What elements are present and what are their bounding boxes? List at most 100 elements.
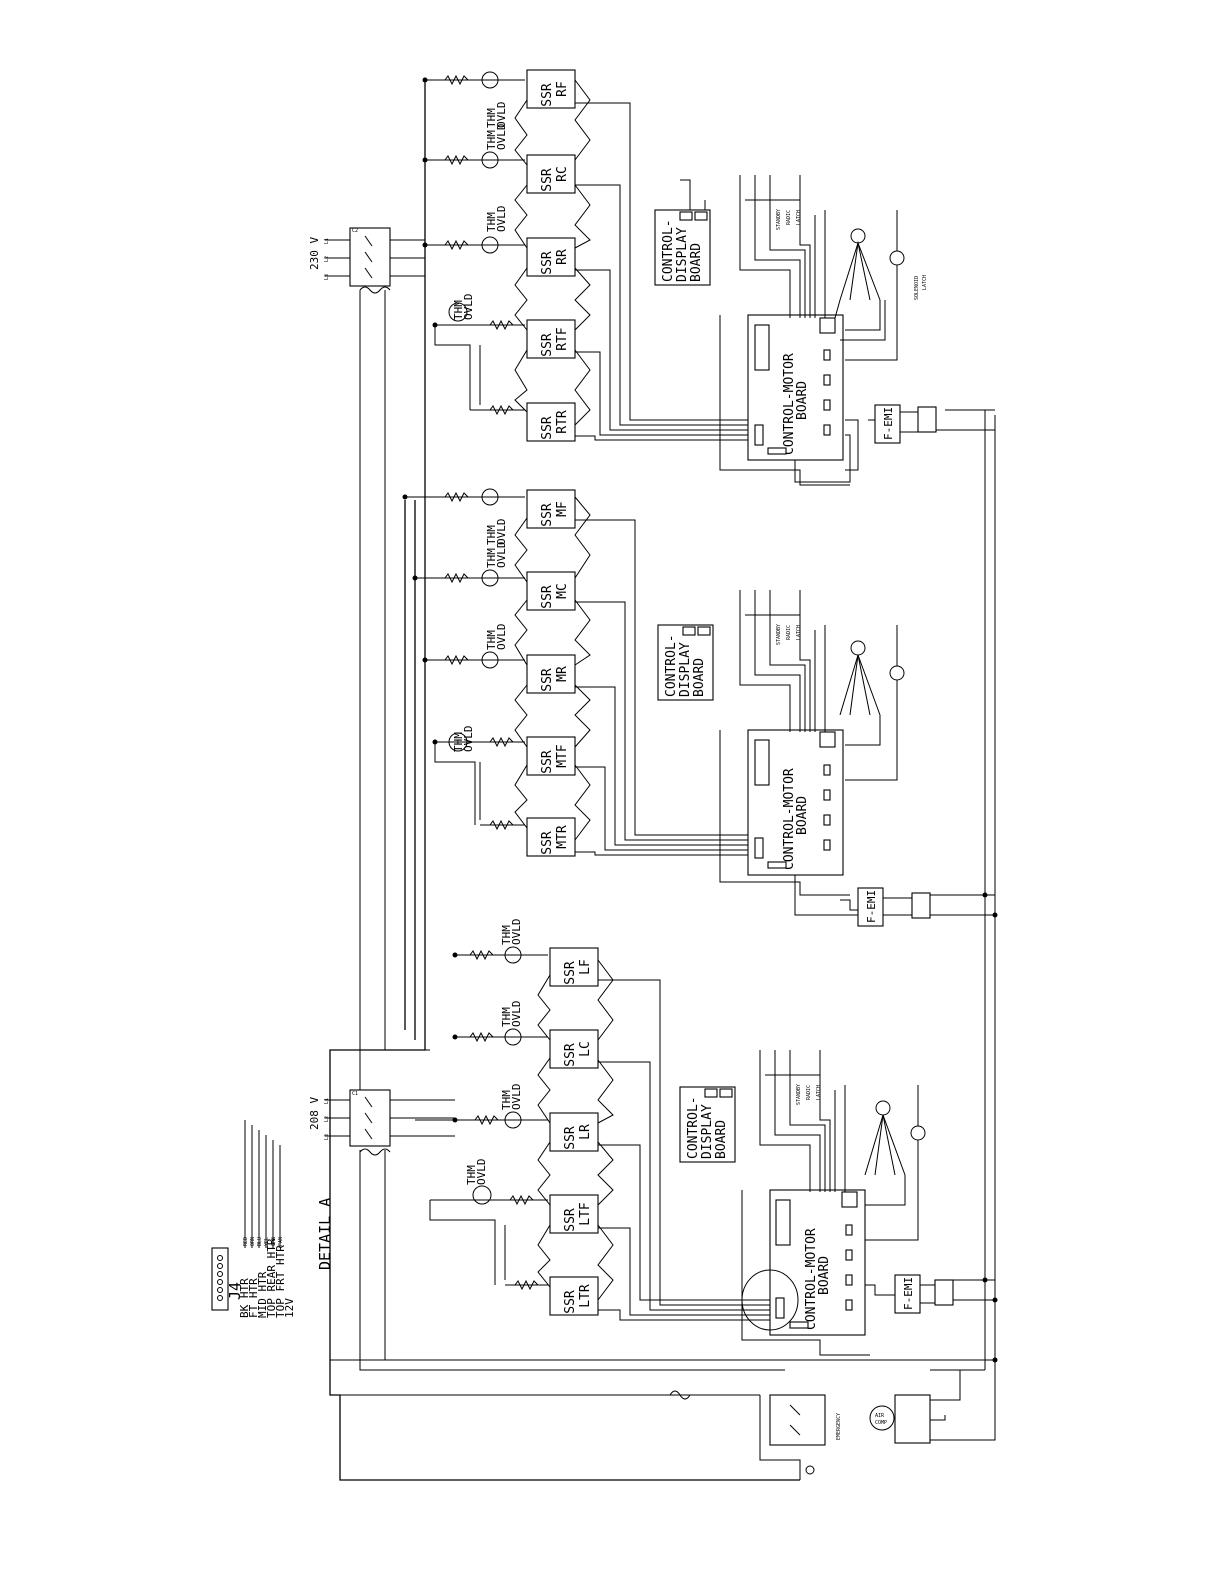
junction-dots [402, 77, 998, 1363]
detail-wire: BLU [257, 1237, 263, 1246]
ssr-label: SSR [540, 333, 555, 357]
ssr-label: SSR [540, 83, 555, 107]
line-label: L3 [324, 1134, 330, 1140]
ssr-id: LR [578, 1124, 593, 1140]
ssr-id: MR [555, 666, 570, 682]
emergency-switch: EMERGENCY [669, 1390, 842, 1480]
switch-label: STANDBY [776, 209, 782, 230]
thermostat-label: OVLD [510, 1084, 523, 1111]
ssr-id: RF [555, 81, 570, 97]
detail-pin: FT HTR [247, 1278, 260, 1318]
thermostat-label: THM [500, 925, 513, 945]
motor-board-line: BOARD [795, 796, 810, 835]
ssr-label: SSR [540, 251, 555, 275]
thermostat-label: OVLD [495, 624, 508, 651]
switch-label: RADIC [786, 210, 792, 225]
motor-board-line: BOARD [817, 1256, 832, 1295]
detail-a: DETAIL A J4 RED ORN BLU YEL GRN FAN BK H… [211, 1120, 334, 1318]
display-board-line: DISPLAY [675, 227, 690, 282]
switch-label: STANDBY [796, 1084, 802, 1105]
display-board-line: BOARD [714, 1120, 729, 1159]
ssr-id: MTR [555, 825, 570, 849]
display-board-line: DISPLAY [700, 1104, 715, 1159]
line-label: L2 [324, 256, 330, 262]
detail-pin: TOP REAR HTR [265, 1238, 278, 1318]
emergency-label: EMERGENCY [836, 1413, 842, 1440]
control-motor-board-l: CONTROL-MOTOR BOARD STANDBY RADIC LATCH [741, 1050, 926, 1356]
thermostat-label: OVLD [495, 542, 508, 569]
detail-wire: RED [243, 1237, 249, 1246]
detail-title: DETAIL A [316, 1198, 334, 1270]
contactor-id: C1 [352, 1091, 358, 1097]
emi-filter-m: F-EMI [794, 875, 931, 927]
filter-label: F-EMI [882, 407, 895, 440]
ssr-id: RTF [555, 327, 570, 351]
control-display-board-m: CONTROL- DISPLAY BOARD [657, 624, 714, 701]
motor-board-line: CONTROL-MOTOR [804, 1228, 819, 1330]
control-display-board-l: CONTROL- DISPLAY BOARD [679, 1086, 736, 1163]
thermostat-label: OVLD [510, 1001, 523, 1028]
ssr-id: MF [555, 501, 570, 517]
emi-filter-r: F-EMI [794, 404, 937, 483]
display-board-line: DISPLAY [678, 642, 693, 697]
detail-wire: FAN [278, 1237, 284, 1246]
line-label: L1 [324, 1098, 330, 1104]
relay-group-r [425, 69, 750, 442]
solenoid-label: LATCH [922, 275, 928, 290]
air-comp-label: AIR [875, 1413, 885, 1419]
line-label: L1 [324, 238, 330, 244]
line-label: L3 [324, 274, 330, 280]
emi-filter-l: F-EMI [865, 1274, 954, 1314]
ssr-id: RC [555, 166, 570, 182]
air-compressor: AIR COMP [869, 1370, 961, 1444]
filter-label: F-EMI [902, 1277, 915, 1310]
display-board-line: CONTROL- [661, 219, 676, 282]
switch-label: RADIC [786, 625, 792, 640]
ssr-label: SSR [540, 831, 555, 855]
thermostat-label: OVLD [510, 919, 523, 946]
thermostat-label: THM [485, 548, 498, 568]
thermostat-label: THM [485, 525, 498, 545]
contactor-voltage: 208 V [308, 1097, 321, 1130]
thermostat-label: OVLD [475, 1159, 488, 1186]
contactor-voltage: 230 V [308, 237, 321, 270]
thermostat-label: OVLD [462, 726, 475, 753]
thermostat-label: THM [465, 1165, 478, 1185]
ssr-id: RTR [555, 410, 570, 434]
ssr-label: SSR [540, 503, 555, 527]
ssr-label: SSR [563, 1290, 578, 1314]
switch-label: STANDBY [776, 624, 782, 645]
ssr-id: LTR [578, 1284, 593, 1308]
ssr-label: SSR [540, 416, 555, 440]
air-comp-label: COMP [875, 1420, 887, 1426]
ssr-id: LTF [578, 1202, 593, 1226]
contactor-id: C2 [352, 228, 358, 234]
switch-label: LATCH [816, 1085, 822, 1100]
detail-pin: BK HTR [238, 1278, 251, 1318]
thermostat-label: THM [452, 300, 465, 320]
ssr-label: SSR [563, 961, 578, 985]
ssr-label: SSR [563, 1043, 578, 1067]
control-display-board-r: CONTROL- DISPLAY BOARD [654, 179, 711, 286]
filter-label: F-EMI [865, 890, 878, 923]
control-motor-board-r: CONTROL-MOTOR BOARD SOLENOID LATCH STAND… [719, 175, 928, 486]
display-board-line: BOARD [692, 658, 707, 697]
control-motor-board-m: CONTROL-MOTOR BOARD STANDBY RADIC LATCH [719, 590, 905, 896]
detail-pin: 12V [283, 1298, 296, 1318]
motor-board-line: BOARD [795, 381, 810, 420]
thermostat-label: THM [452, 732, 465, 752]
ssr-labels-r: SSR RF SSR RC SSR RR SSR RTF SSR RTR THM… [452, 81, 570, 440]
detail-pin: MID HTR [256, 1271, 269, 1318]
contactor-c2: C2 230 V L1 L2 L3 [308, 227, 425, 294]
ssr-label: SSR [563, 1208, 578, 1232]
ssr-id: RR [555, 249, 570, 265]
thermostat-label: THM [485, 630, 498, 650]
thermostat-label: OVLD [495, 519, 508, 546]
ssr-label: SSR [563, 1126, 578, 1150]
ssr-label: SSR [540, 668, 555, 692]
switch-label: LATCH [796, 210, 802, 225]
display-board-line: BOARD [689, 243, 704, 282]
switch-label: RADIC [806, 1085, 812, 1100]
ssr-id: MTF [555, 744, 570, 768]
